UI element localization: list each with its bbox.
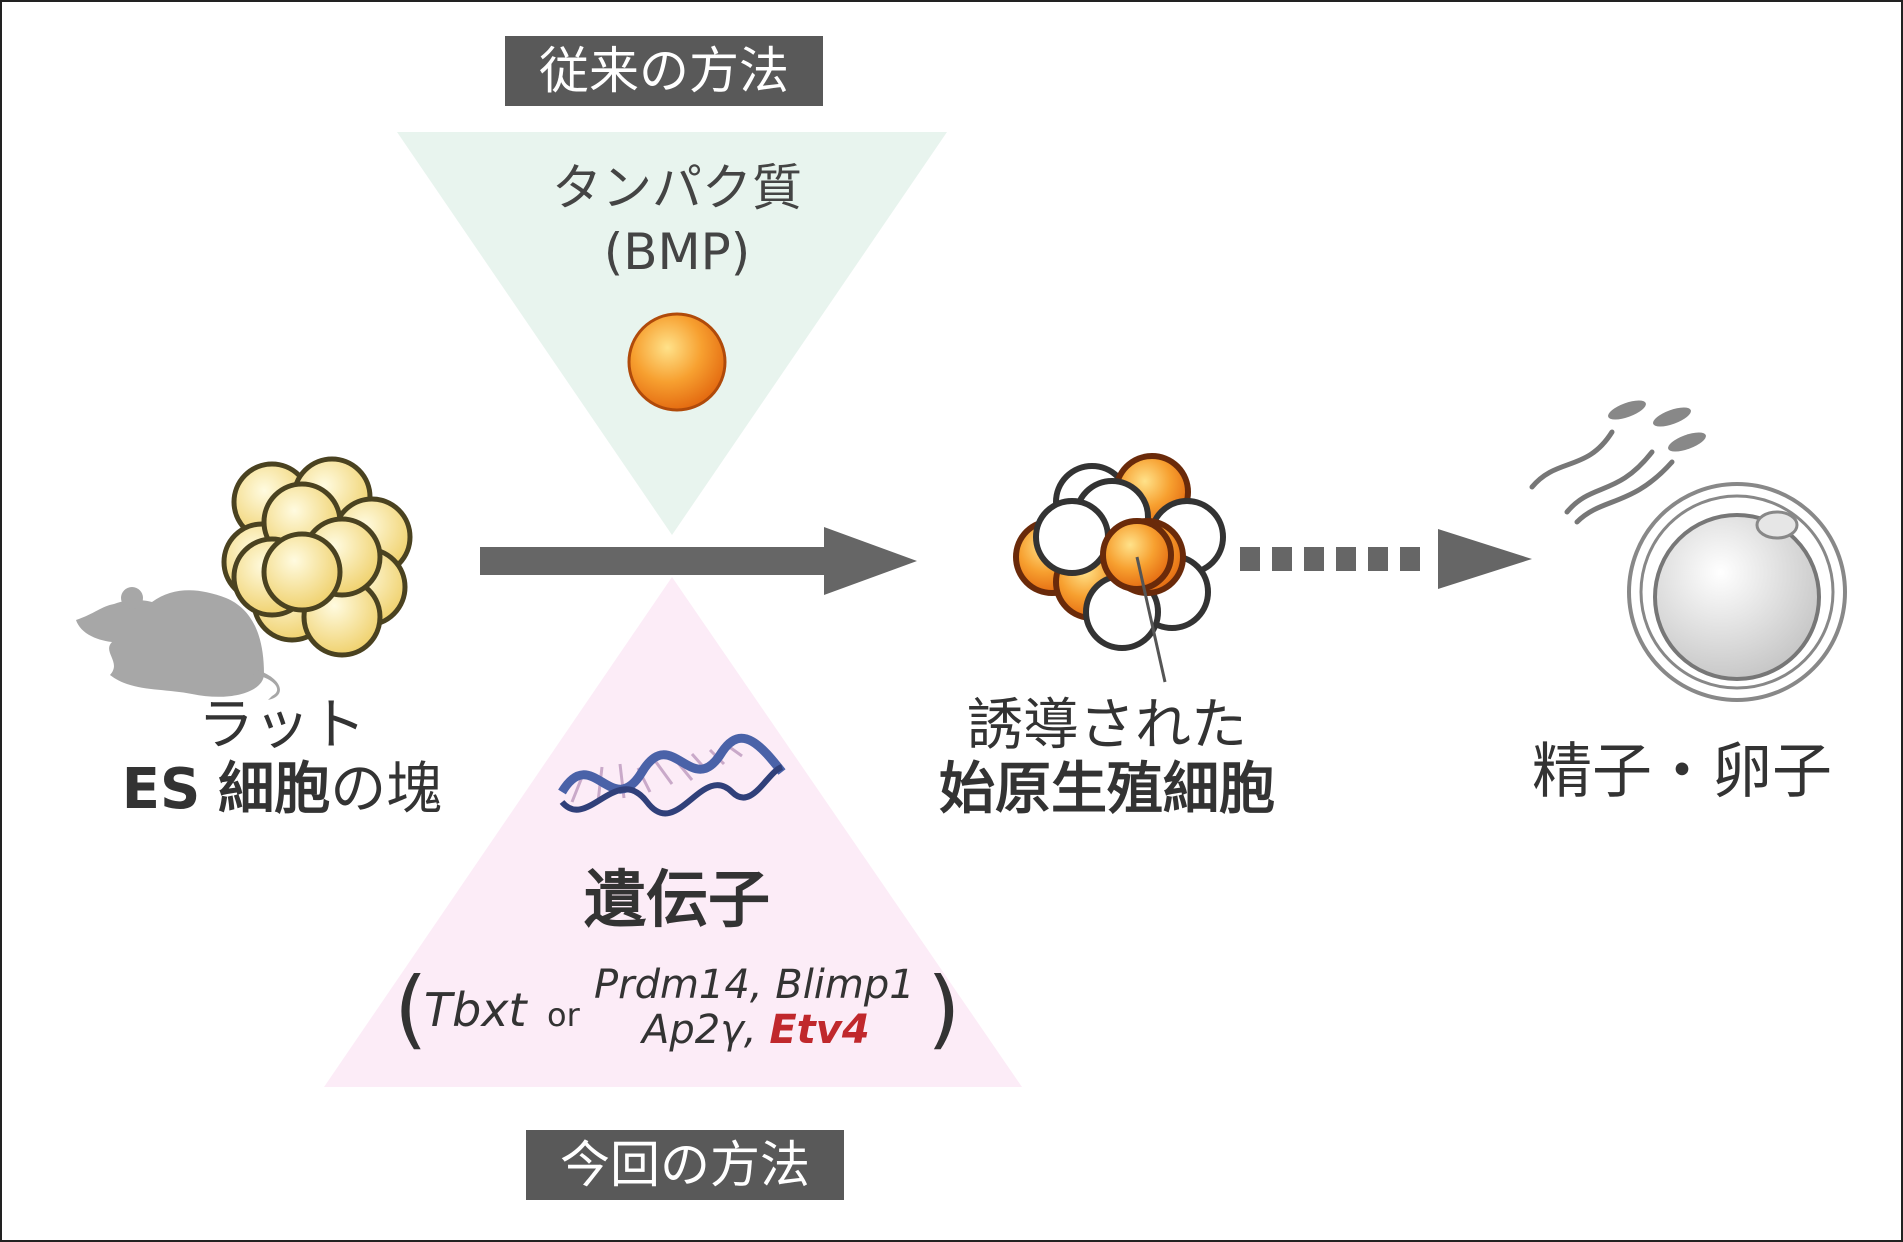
current-method-badge: 今回の方法 (526, 1130, 844, 1200)
es-cell-mass-label: ES 細胞の塊 (92, 758, 472, 822)
pgc-label: 誘導された 始原生殖細胞 (897, 693, 1317, 823)
cells-label: 細胞 (218, 757, 331, 823)
gametes-label: 精子・卵子 (1532, 737, 1832, 807)
conventional-method-badge: 従来の方法 (505, 36, 823, 106)
es-label: ES (121, 757, 201, 823)
egg-cell-icon (1627, 482, 1847, 702)
gene-tbxt: Tbxt (424, 983, 527, 1037)
pgc-cluster-icon (1013, 453, 1226, 651)
gene-prdm14-blimp1: Prdm14, Blimp1 (594, 962, 915, 1008)
rat-label: ラット (198, 693, 366, 758)
gene-close-paren: ) (927, 959, 961, 1059)
process-arrow-icon (480, 527, 917, 595)
dna-helix-icon (558, 733, 786, 817)
gene-etv4: Etv4 (769, 1007, 870, 1053)
protein-label-line2: (BMP) (603, 222, 751, 281)
gene-ap2y: Ap2γ, (642, 1007, 757, 1053)
gene-or: or (547, 996, 580, 1034)
dashed-arrow-icon (1240, 529, 1532, 589)
bmp-sphere-icon (627, 312, 727, 412)
rat-es-label: ラット ES 細胞の塊 (92, 693, 472, 823)
mass-label: の塊 (330, 757, 443, 823)
gene-open-paren: ( (394, 959, 428, 1059)
gene-line2: Ap2γ, Etv4 (642, 1007, 870, 1053)
sperm-icon (1529, 400, 1706, 525)
current-triangle (324, 577, 1022, 1087)
pgc-label-line1: 誘導された (967, 693, 1247, 758)
protein-label: タンパク質 (BMP) (472, 159, 882, 281)
protein-label-line1: タンパク質 (552, 159, 802, 217)
es-cell-cluster-icon (221, 456, 413, 658)
rat-icon (76, 587, 280, 700)
pgc-pointer-line (1135, 556, 1167, 683)
gene-title: 遺伝子 (583, 863, 770, 936)
pgc-label-line2: 始原生殖細胞 (939, 757, 1275, 823)
